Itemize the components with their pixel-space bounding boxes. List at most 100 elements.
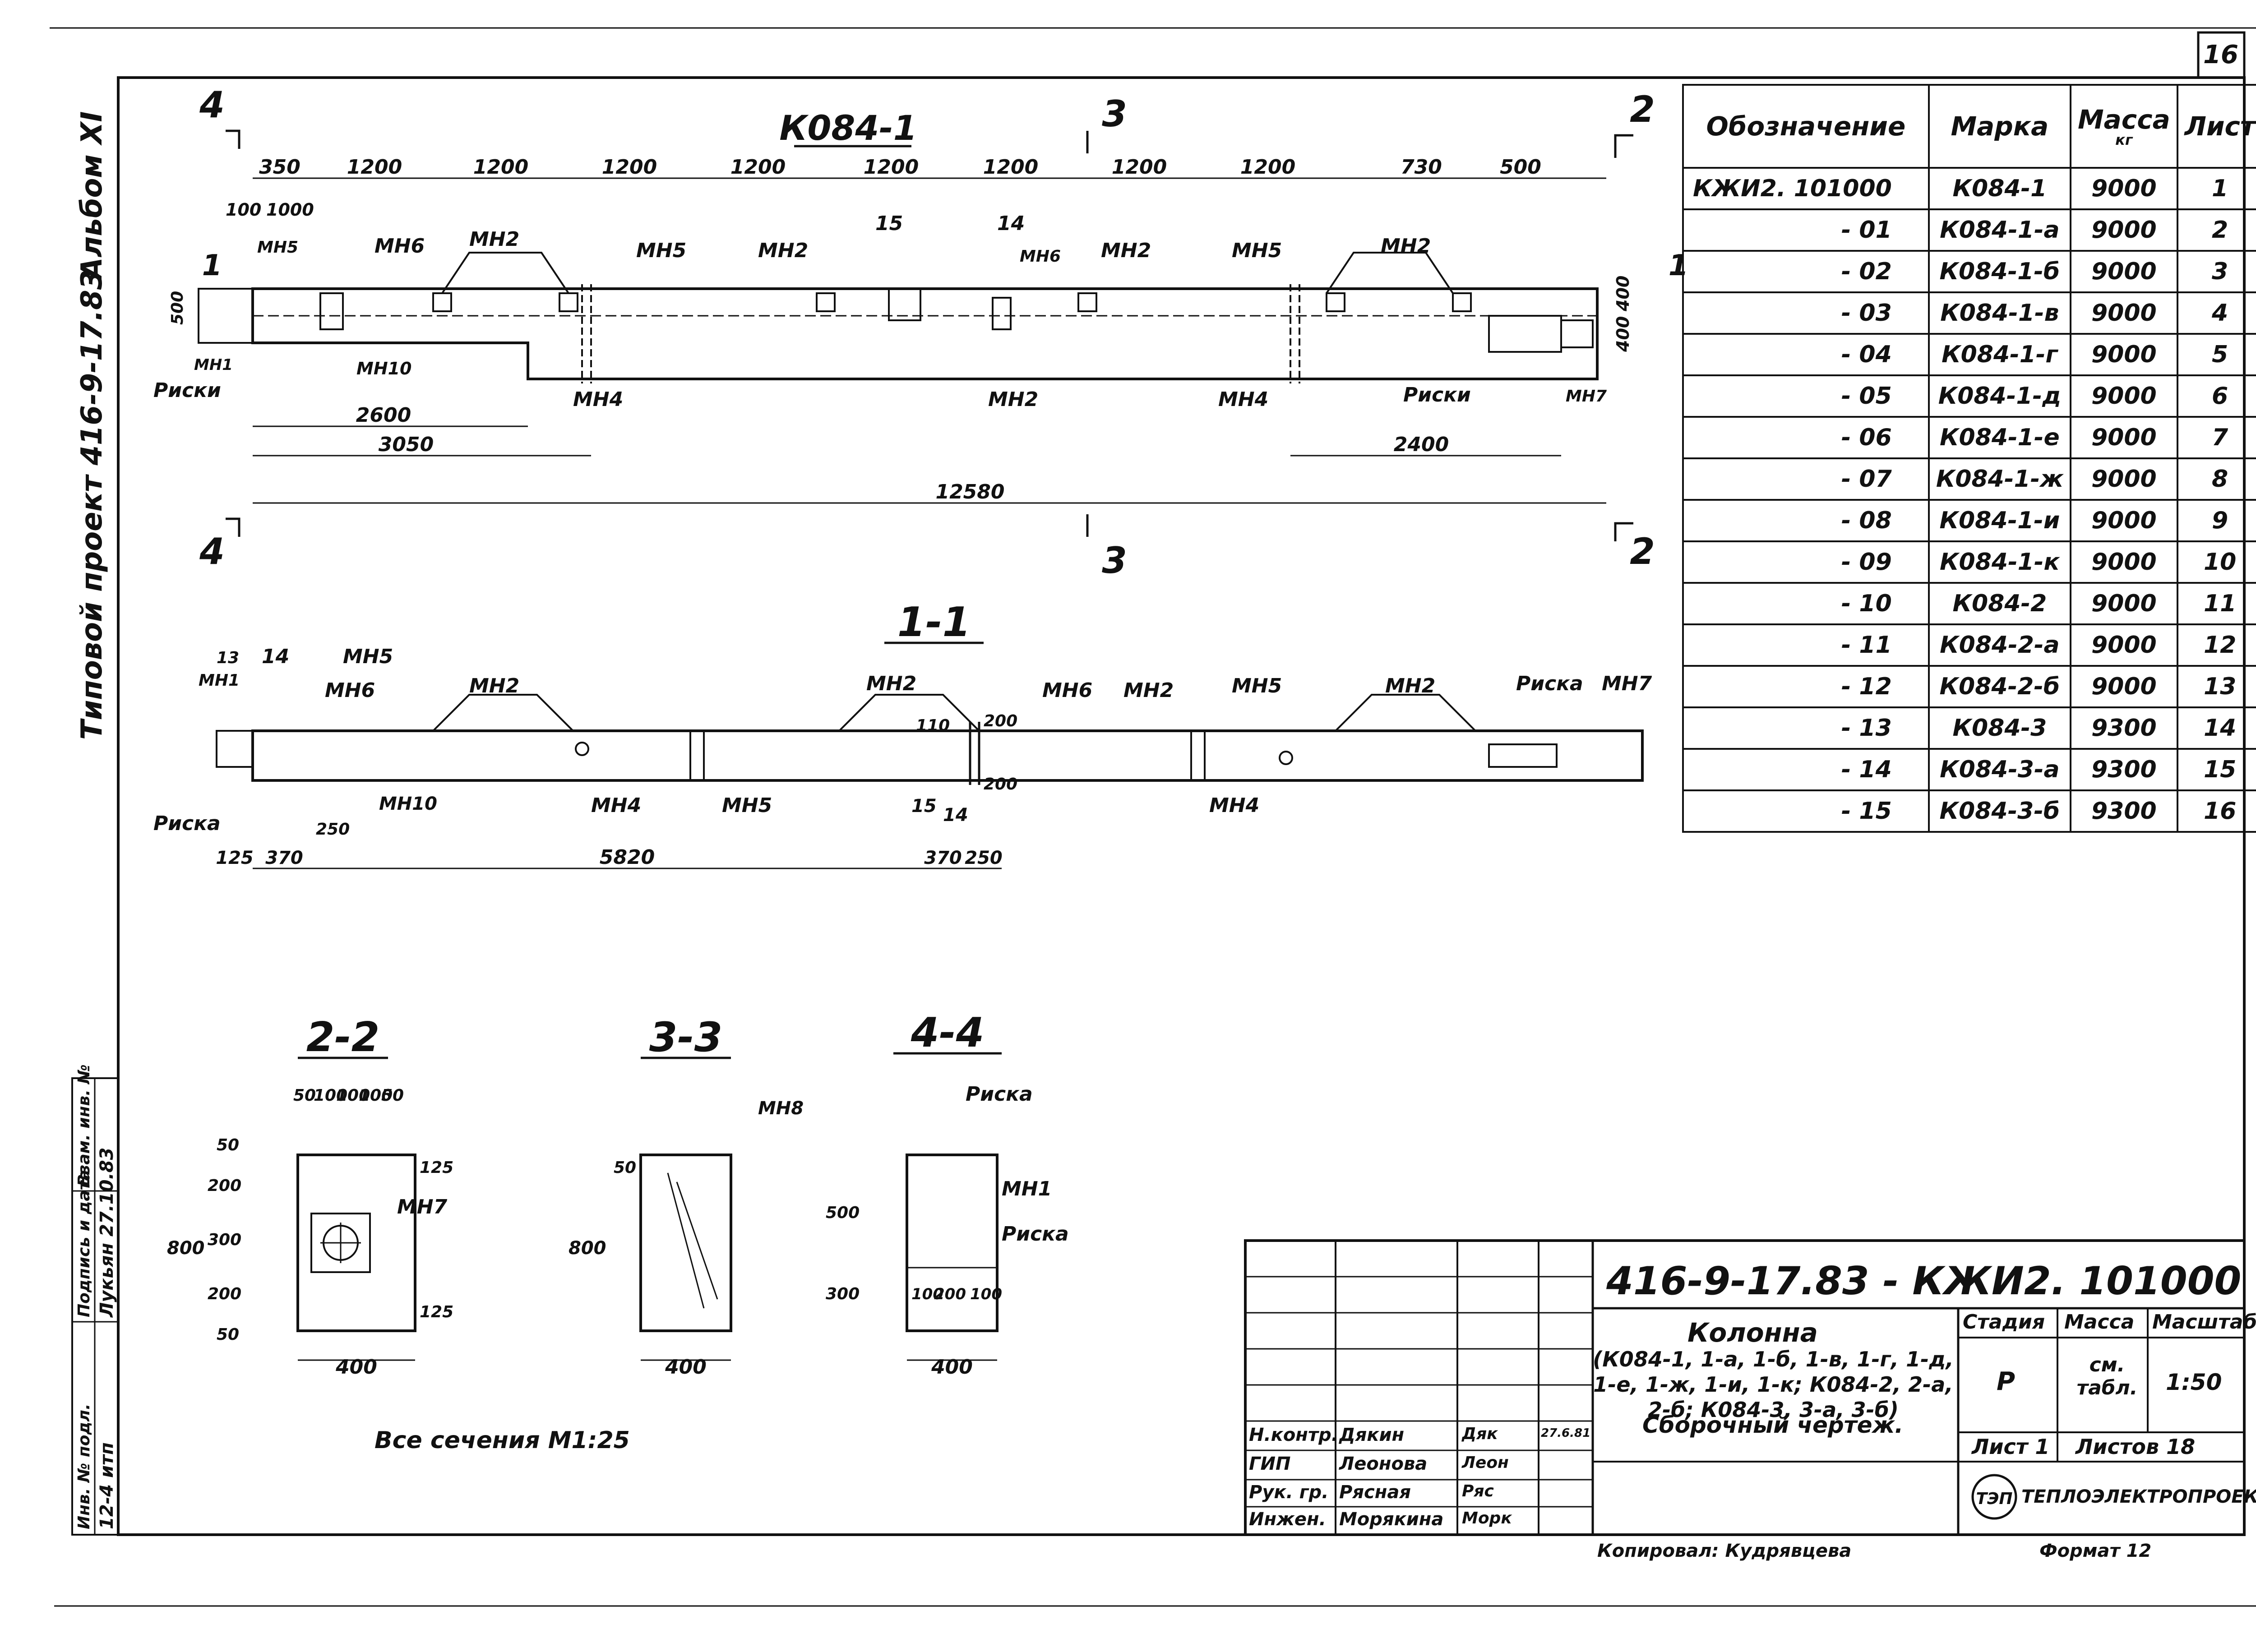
mark-cell: К084-1-а <box>1928 208 2071 252</box>
designation-cell: - 09 <box>1682 540 1930 584</box>
bar-label: МН5 <box>1232 239 1282 262</box>
dimension: 100 <box>336 1086 370 1105</box>
dimension: 200 <box>208 1177 241 1195</box>
bar-label: МН4 <box>591 794 641 817</box>
designation-cell: - 02 <box>1682 250 1930 293</box>
mass-unit: кг <box>2115 131 2133 148</box>
bar-label: Риска <box>966 1083 1033 1106</box>
sheet-cell: 5 <box>2176 333 2256 376</box>
stage-value: Р <box>1997 1367 2016 1396</box>
bar-label: Риска <box>1516 672 1583 695</box>
bar-label: МН4 <box>1218 388 1268 411</box>
sheet-cell: 13 <box>2176 665 2256 708</box>
dimension: 800 <box>167 1238 205 1259</box>
mass-cell: 9000 <box>2069 250 2178 293</box>
title-block: ТЭП <box>1244 1239 2246 1536</box>
bar-label: МН7 <box>397 1195 448 1218</box>
sheets-count: Листов 18 <box>2076 1435 2196 1459</box>
mass-cell: 9000 <box>2069 582 2178 625</box>
dimension: 250 <box>965 848 1003 868</box>
dimension: 200 <box>934 1285 966 1303</box>
bar-label: МН2 <box>469 674 519 697</box>
side-stamp-label: Взам. инв. № <box>75 1064 93 1186</box>
mark-cell: К084-1-в <box>1928 291 2071 335</box>
dimension: 125 <box>420 1158 453 1177</box>
dimension: 1200 <box>983 156 1038 179</box>
sheet-cell: 11 <box>2176 582 2256 625</box>
dimension: 400 <box>1613 276 1633 312</box>
dimension: 500 <box>826 1204 860 1222</box>
signature-signature: Дяк <box>1462 1425 1498 1443</box>
document-type: Сборочный чертеж. <box>1642 1412 1904 1438</box>
bar-label: МН2 <box>1381 235 1431 258</box>
bar-label: МН5 <box>722 794 772 817</box>
album-label: Альбом XI <box>75 111 109 282</box>
designation-cell: - 07 <box>1682 457 1930 501</box>
sheet-number: Лист 1 <box>1972 1435 2050 1459</box>
page-number: 16 <box>2203 40 2238 69</box>
dimension: 1200 <box>347 156 402 179</box>
section-4-4: 4-4 Риска МН1 Риска 500 300 100 200 100 … <box>826 1009 1069 1379</box>
mark-cell: К084-3-а <box>1928 748 2071 791</box>
cut-label: 3 <box>1102 93 1127 135</box>
signature-name: Рясная <box>1339 1482 1411 1503</box>
scale-note: Все сечения М1:25 <box>374 1427 630 1454</box>
bar-label: Риски <box>1403 383 1471 406</box>
dimension: 12580 <box>935 480 1004 503</box>
sheet-cell: 12 <box>2176 623 2256 667</box>
signature-name: Леонова <box>1339 1454 1428 1474</box>
bar-label: МН2 <box>1101 239 1151 262</box>
dimension: 110 <box>916 716 950 735</box>
sheet-cell: 8 <box>2176 457 2256 501</box>
stage-label: Стадия <box>1963 1311 2045 1334</box>
mass-cell: 9000 <box>2069 208 2178 252</box>
designation-cell: - 03 <box>1682 291 1930 335</box>
designation-cell: - 01 <box>1682 208 1930 252</box>
signature-name: Морякина <box>1339 1509 1444 1530</box>
section-title: 3-3 <box>649 1014 723 1061</box>
bar-label: МН6 <box>374 235 425 258</box>
mark-cell: К084-1-ж <box>1928 457 2071 501</box>
sheet-cell: 9 <box>2176 499 2256 542</box>
mark-cell: К084-1 <box>1928 167 2071 210</box>
mark-cell: К084-1-д <box>1928 374 2071 418</box>
dimension: 370 <box>265 848 303 868</box>
bar-label: МН1 <box>194 356 233 374</box>
sheet-format: Формат 12 <box>2039 1541 2152 1561</box>
signature-role: Н.контр. <box>1249 1425 1338 1445</box>
cut-label: 3 <box>1102 540 1127 581</box>
designation-cell: - 12 <box>1682 665 1930 708</box>
dimension: 50 <box>217 1136 239 1154</box>
dimension: 100 <box>970 1285 1002 1303</box>
bar-label: МН6 <box>1042 679 1092 702</box>
mark-cell: К084-2 <box>1928 582 2071 625</box>
designation-cell: - 15 <box>1682 789 1930 833</box>
bar-label: 13 <box>217 649 239 667</box>
bar-label: МН2 <box>469 228 519 251</box>
sheet-cell: 3 <box>2176 250 2256 293</box>
main-title: К084-1 <box>779 108 917 148</box>
dimension: 400 <box>1613 316 1633 352</box>
bar-label: МН1 <box>199 671 240 690</box>
dimension: 2400 <box>1394 433 1449 456</box>
designation-cell: - 04 <box>1682 333 1930 376</box>
sheet-cell: 1 <box>2176 167 2256 210</box>
dimension: 50 <box>381 1086 404 1105</box>
sheet-cell: 14 <box>2176 706 2256 750</box>
scale-label: Масштаб <box>2152 1311 2256 1334</box>
dimension: 300 <box>826 1285 860 1303</box>
designation-cell: - 10 <box>1682 582 1930 625</box>
dimension: 100 <box>911 1285 943 1303</box>
copied-by: Копировал: Кудрявцева <box>1597 1541 1852 1561</box>
dimension: 1200 <box>602 156 657 179</box>
drawing-name: Колонна <box>1687 1317 1818 1348</box>
dimension: 100 <box>359 1086 393 1105</box>
mark-cell: К084-1-к <box>1928 540 2071 584</box>
mark-cell: К084-2-б <box>1928 665 2071 708</box>
dimension: 200 <box>984 712 1017 730</box>
bar-label: Риска <box>153 812 221 835</box>
